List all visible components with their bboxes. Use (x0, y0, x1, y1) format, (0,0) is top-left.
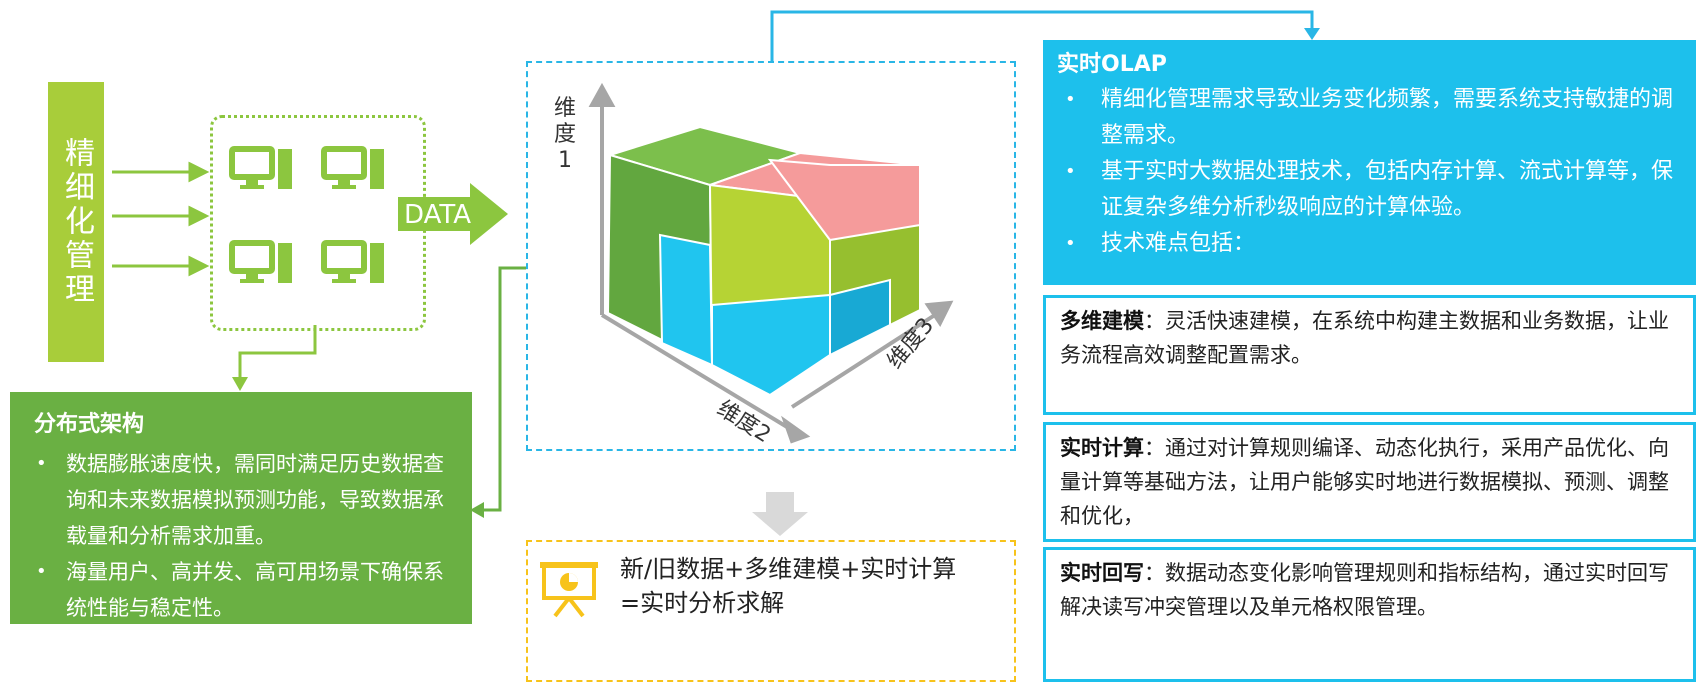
detail-text: ：灵活快速建模，在系统中构建主数据和业务数据，让业务流程高效调整配置需求。 (1060, 309, 1669, 367)
olap-bullet: 基于实时大数据处理技术，包括内存计算、流式计算等，保证复杂多维分析秒级响应的计算… (1057, 154, 1682, 226)
result-text: 新/旧数据+多维建模+实时计算 =实时分析求解 (620, 552, 956, 620)
input-arrows (112, 161, 210, 277)
computer-icons (229, 146, 384, 283)
arrow-down-icon (752, 492, 808, 536)
detail-term: 实时回写 (1060, 561, 1144, 585)
result-line2: =实时分析求解 (620, 589, 785, 617)
detail-text: ：通过对计算规则编译、动态化执行，采用产品优化、向量计算等基础方法，让用户能够实… (1060, 436, 1669, 528)
computer-icon (229, 146, 292, 189)
data-arrow-right-icon (398, 183, 508, 245)
presentation-icon (540, 562, 598, 618)
distributed-bullet: 海量用户、高并发、高可用场景下确保系统性能与稳定性。 (28, 554, 454, 626)
data-arrow-label: DATA (404, 200, 471, 230)
detail-term: 多维建模 (1060, 309, 1144, 333)
connector-to-distributed (232, 325, 317, 391)
detail-realtime-compute: 实时计算：通过对计算规则编译、动态化执行，采用产品优化、向量计算等基础方法，让用… (1043, 422, 1696, 542)
computer-icon (229, 240, 292, 283)
detail-text: ：数据动态变化影响管理规则和指标结构，通过实时回写解决读写冲突管理以及单元格权限… (1060, 561, 1669, 619)
result-box (526, 540, 1016, 682)
detail-realtime-writeback: 实时回写：数据动态变化影响管理规则和指标结构，通过实时回写解决读写冲突管理以及单… (1043, 547, 1696, 682)
detail-multidim-modeling: 多维建模：灵活快速建模，在系统中构建主数据和业务数据，让业务流程高效调整配置需求… (1043, 295, 1696, 415)
cube-frame (526, 61, 1016, 451)
distributed-bullet: 数据膨胀速度快，需同时满足历史数据查询和未来数据模拟预测功能，导致数据承载量和分… (28, 446, 454, 554)
result-line1: 新/旧数据+多维建模+实时计算 (620, 555, 957, 583)
connector-cube-to-distributed (470, 266, 526, 518)
olap-bullet: 精细化管理需求导致业务变化频繁，需要系统支持敏捷的调整需求。 (1057, 82, 1682, 154)
computer-icon (321, 146, 384, 189)
computer-icon (321, 240, 384, 283)
olap-title: 实时OLAP (1057, 52, 1167, 77)
detail-term: 实时计算 (1060, 436, 1144, 460)
distributed-title: 分布式架构 (34, 412, 145, 437)
distributed-architecture-panel: 分布式架构 数据膨胀速度快，需同时满足历史数据查询和未来数据模拟预测功能，导致数… (10, 392, 472, 624)
realtime-olap-panel: 实时OLAP 精细化管理需求导致业务变化频繁，需要系统支持敏捷的调整需求。 基于… (1043, 40, 1696, 285)
connector-cube-to-olap (770, 10, 1320, 62)
axis1-label: 维度1 (553, 96, 576, 173)
olap-bullet: 技术难点包括： (1057, 226, 1682, 262)
fine-management-label: 精细化管理 (48, 82, 104, 362)
multidimensional-cube (588, 82, 954, 444)
